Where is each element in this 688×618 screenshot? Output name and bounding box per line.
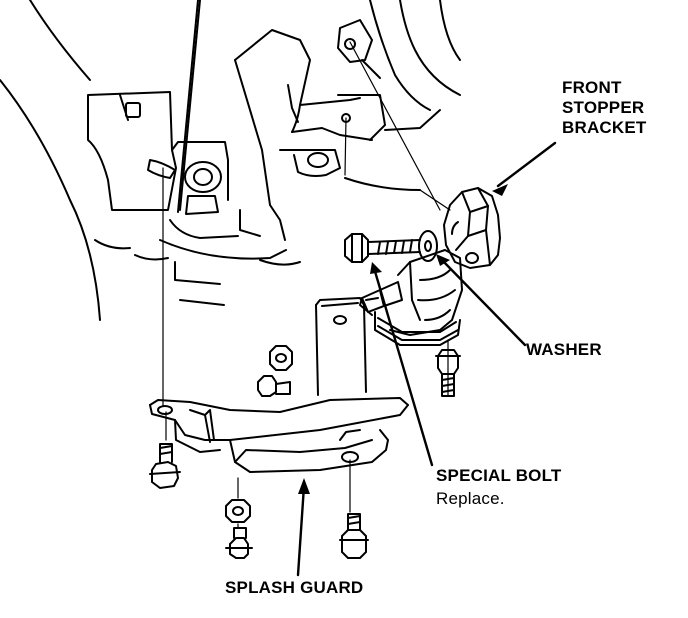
- engine-frame-outline: [0, 0, 461, 321]
- splash-guard-label: SPLASH GUARD: [225, 578, 364, 597]
- front-stopper-bracket-label-line3: BRACKET: [562, 118, 647, 137]
- bolt-lower: [225, 527, 253, 559]
- nut-lower: [225, 499, 251, 523]
- assembly-guide-lines: [162, 41, 451, 529]
- special-bolt-horizontal: [344, 233, 421, 263]
- arrowheads: [298, 184, 508, 494]
- front-stopper-bracket-label-line2: STOPPER: [562, 98, 645, 117]
- bolt-upper: [257, 375, 291, 397]
- front-stopper-bracket-label: FRONT STOPPER BRACKET: [562, 78, 647, 138]
- front-stopper-bracket-label-line1: FRONT: [562, 78, 622, 97]
- leader-lines: [296, 141, 557, 577]
- front-stopper-bracket: [443, 187, 501, 269]
- splash-guard: [149, 297, 409, 473]
- washer-label: WASHER: [526, 340, 602, 359]
- bolt-right-bottom: [339, 513, 369, 559]
- washer: [418, 230, 438, 262]
- nut-upper: [269, 345, 293, 371]
- special-bolt-note: Replace.: [436, 489, 505, 508]
- bolt-left-bottom: [149, 443, 181, 489]
- special-bolt-label: SPECIAL BOLT: [436, 466, 562, 485]
